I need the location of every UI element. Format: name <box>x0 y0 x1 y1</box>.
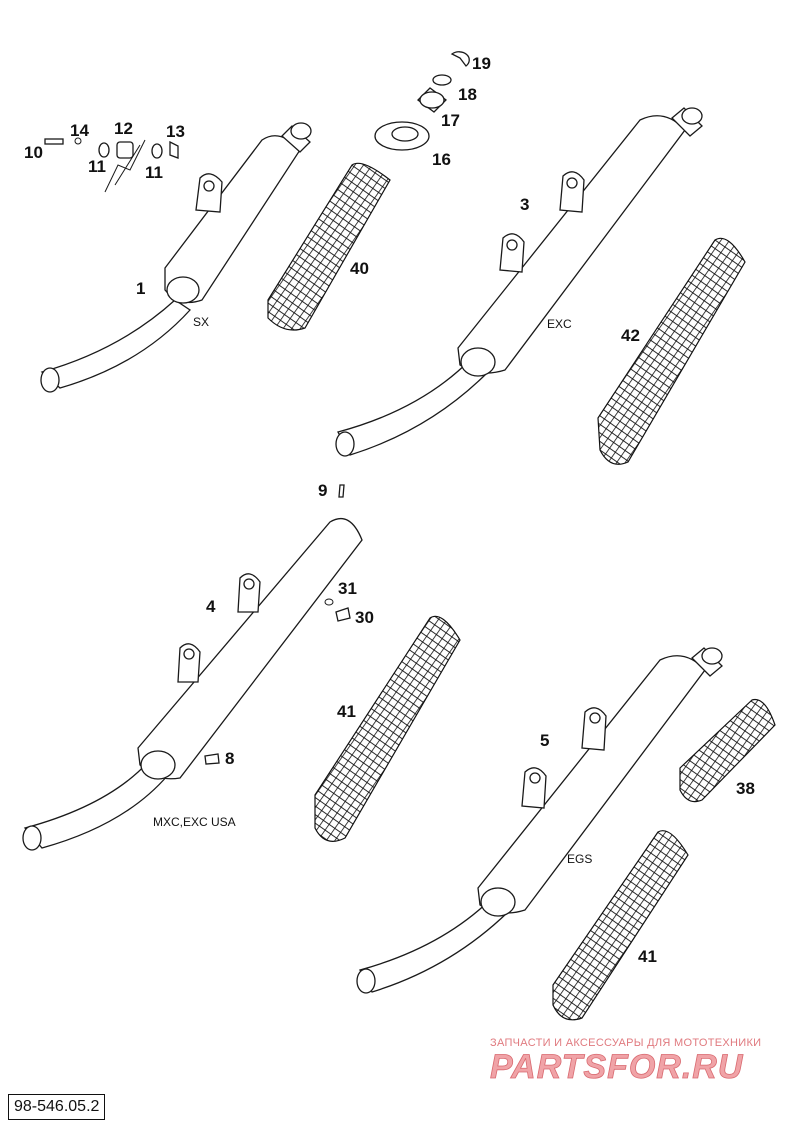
callout-30: 30 <box>355 608 374 627</box>
watermark: ЗАПЧАСТИ И АКСЕССУАРЫ ДЛЯ МОТОТЕХНИКИ PA… <box>490 1037 761 1086</box>
silencer-egs <box>356 647 723 994</box>
callout-11-right: 11 <box>145 163 163 182</box>
callout-14: 14 <box>70 121 89 140</box>
end-cap-parts <box>374 51 470 151</box>
model-label-exc: EXC <box>547 317 572 331</box>
watermark-logo: PARTSFOR.RU <box>490 1048 744 1086</box>
callout-18: 18 <box>458 85 477 104</box>
insulation-pad-38 <box>679 698 776 803</box>
model-label-egs: EGS <box>567 852 592 866</box>
callout-3: 3 <box>520 195 529 214</box>
callout-31: 31 <box>338 579 357 598</box>
callout-42: 42 <box>621 326 640 345</box>
insulation-pad-42 <box>597 237 746 465</box>
callout-12: 12 <box>114 119 133 138</box>
insulation-pad-40 <box>267 162 391 331</box>
insulation-pad-41-upper <box>314 615 461 842</box>
silencer-mxc <box>22 517 363 851</box>
insulation-pad-41-lower <box>552 830 689 1021</box>
model-label-mxc: MXC,EXC USA <box>153 815 236 829</box>
callout-4: 4 <box>206 597 216 616</box>
callout-11-left: 11 <box>88 157 106 176</box>
callout-1: 1 <box>136 279 145 298</box>
callout-13: 13 <box>166 122 185 141</box>
callout-5: 5 <box>540 731 549 750</box>
callout-19: 19 <box>472 54 491 73</box>
callout-41-upper: 41 <box>337 702 356 721</box>
callout-40: 40 <box>350 259 369 278</box>
callout-38: 38 <box>736 779 755 798</box>
document-number: 98-546.05.2 <box>8 1094 106 1120</box>
callout-8: 8 <box>225 749 234 768</box>
watermark-subtitle: ЗАПЧАСТИ И АКСЕССУАРЫ ДЛЯ МОТОТЕХНИКИ <box>490 1037 761 1049</box>
callout-9: 9 <box>318 481 327 500</box>
model-label-sx: SX <box>193 315 209 329</box>
callout-16: 16 <box>432 150 451 169</box>
callout-10: 10 <box>24 143 43 162</box>
silencer-sx <box>40 122 312 393</box>
callout-labels: 1 3 4 5 8 9 10 11 11 12 13 14 16 17 18 1… <box>24 54 755 966</box>
model-labels: SX EXC MXC,EXC USA EGS <box>153 315 592 866</box>
silencer-exc <box>335 107 703 457</box>
mount-hardware-sx <box>44 137 179 193</box>
fasteners <box>204 484 351 765</box>
callout-41-lower: 41 <box>638 947 657 966</box>
callout-17: 17 <box>441 111 460 130</box>
